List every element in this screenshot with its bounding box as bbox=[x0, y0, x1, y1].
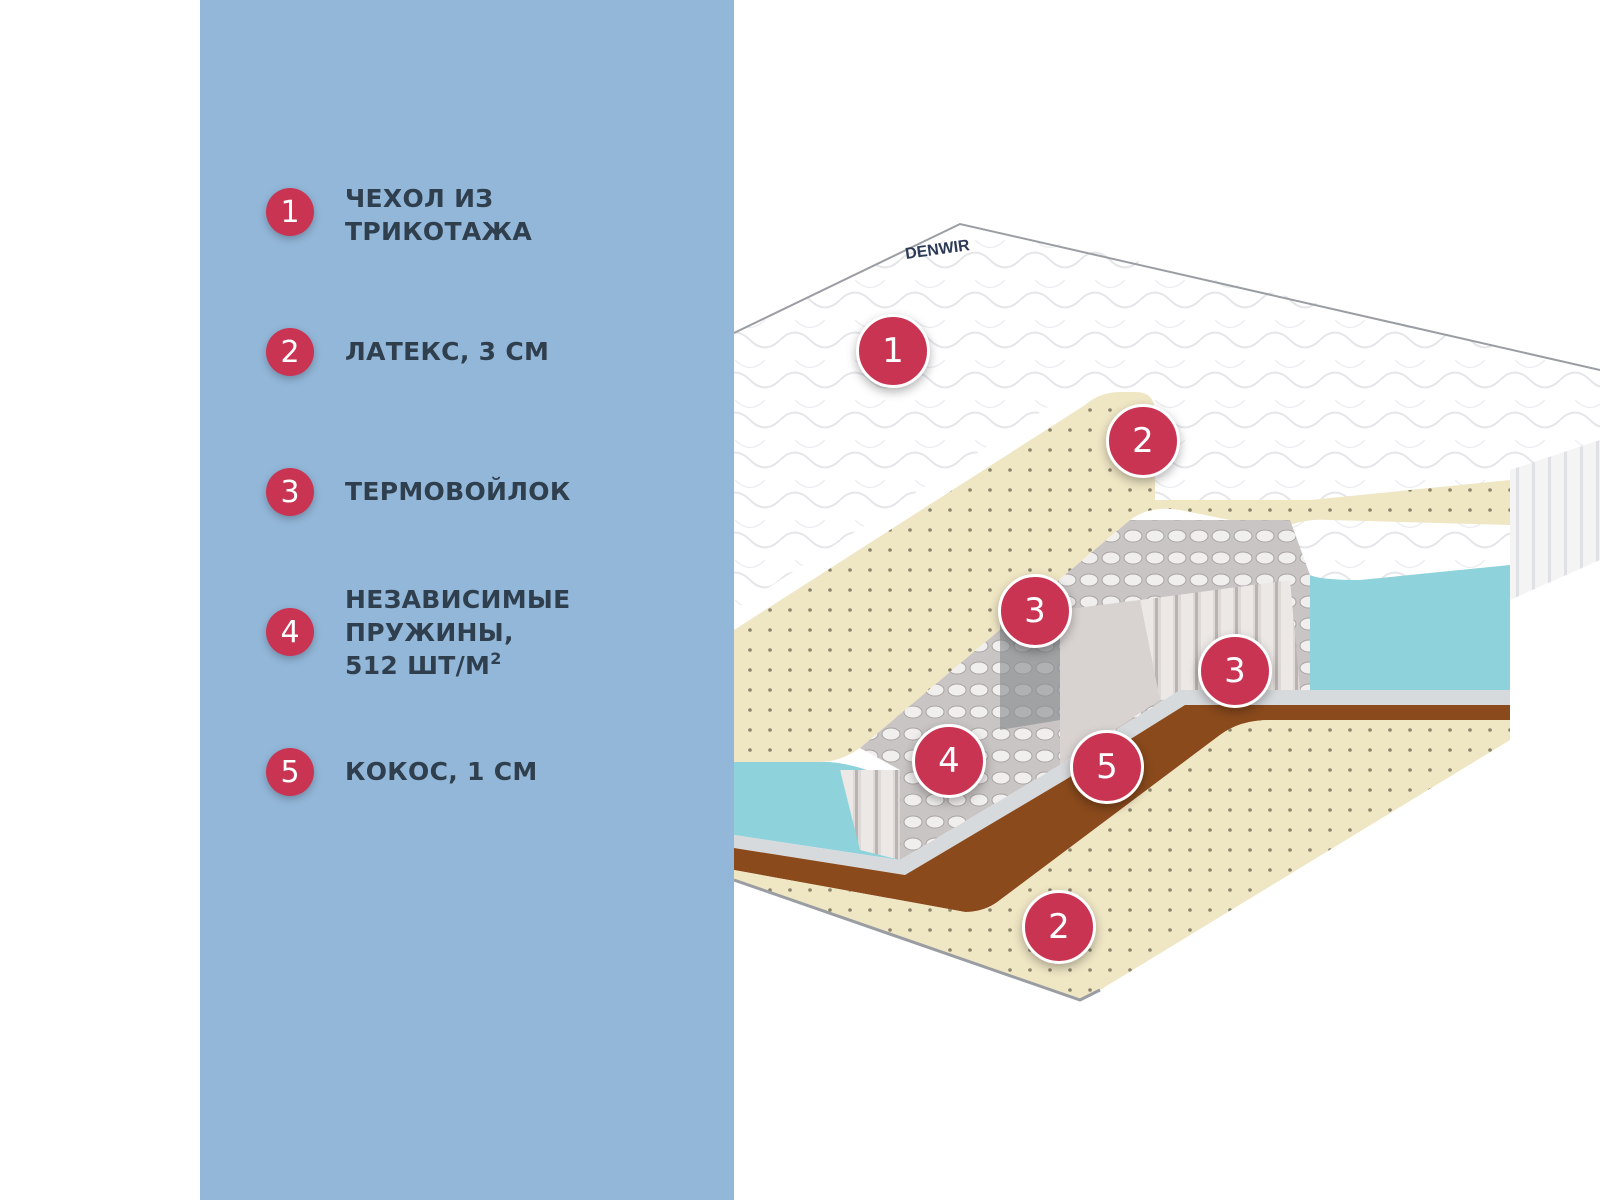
latex-bottom-holes bbox=[734, 720, 1510, 1000]
legend-badge: 5 bbox=[266, 748, 314, 796]
callout-badge: 3 bbox=[998, 574, 1072, 648]
legend-badge: 3 bbox=[266, 468, 314, 516]
cover-edge bbox=[733, 222, 1600, 371]
callout-badge: 1 bbox=[856, 314, 930, 388]
springs-front-left bbox=[840, 770, 900, 860]
foam-right bbox=[1310, 565, 1510, 690]
callout-badge: 2 bbox=[1022, 890, 1096, 964]
legend-badge: 1 bbox=[266, 188, 314, 236]
latex-top-holes bbox=[734, 392, 1510, 762]
callout-badge: 3 bbox=[1198, 634, 1272, 708]
legend-label: ТЕРМОВОЙЛОК bbox=[345, 477, 571, 506]
mattress-cutaway: DENWIR bbox=[733, 222, 1600, 1002]
legend-panel: 1 ЧЕХОЛ ИЗ ТРИКОТАЖА 2 ЛАТЕКС, 3 СМ 3 ТЕ… bbox=[200, 0, 734, 1200]
mattress-illustration: DENWIR 1 2 3 3 4 5 bbox=[733, 0, 1600, 1200]
legend-label: КОКОС, 1 СМ bbox=[345, 757, 538, 786]
thermal-felt bbox=[734, 690, 1510, 875]
legend-label: ЧЕХОЛ ИЗ ТРИКОТАЖА bbox=[345, 184, 533, 246]
callout-badge: 5 bbox=[1070, 730, 1144, 804]
superscript: 2 bbox=[490, 649, 502, 668]
callout-badge: 2 bbox=[1106, 404, 1180, 478]
legend-label: ЛАТЕКС, 3 СМ bbox=[345, 337, 550, 366]
legend-badge: 4 bbox=[266, 608, 314, 656]
legend-label-text: НЕЗАВИСИМЫЕ ПРУЖИНЫ, 512 ШТ/М bbox=[345, 585, 571, 680]
legend-label: НЕЗАВИСИМЫЕ ПРУЖИНЫ, 512 ШТ/М2 bbox=[345, 583, 571, 682]
legend-badge: 2 bbox=[266, 328, 314, 376]
bottom-edge bbox=[733, 878, 1101, 1002]
springs-cut bbox=[1060, 600, 1160, 765]
cover-side bbox=[1510, 440, 1600, 600]
callout-badge: 4 bbox=[912, 724, 986, 798]
